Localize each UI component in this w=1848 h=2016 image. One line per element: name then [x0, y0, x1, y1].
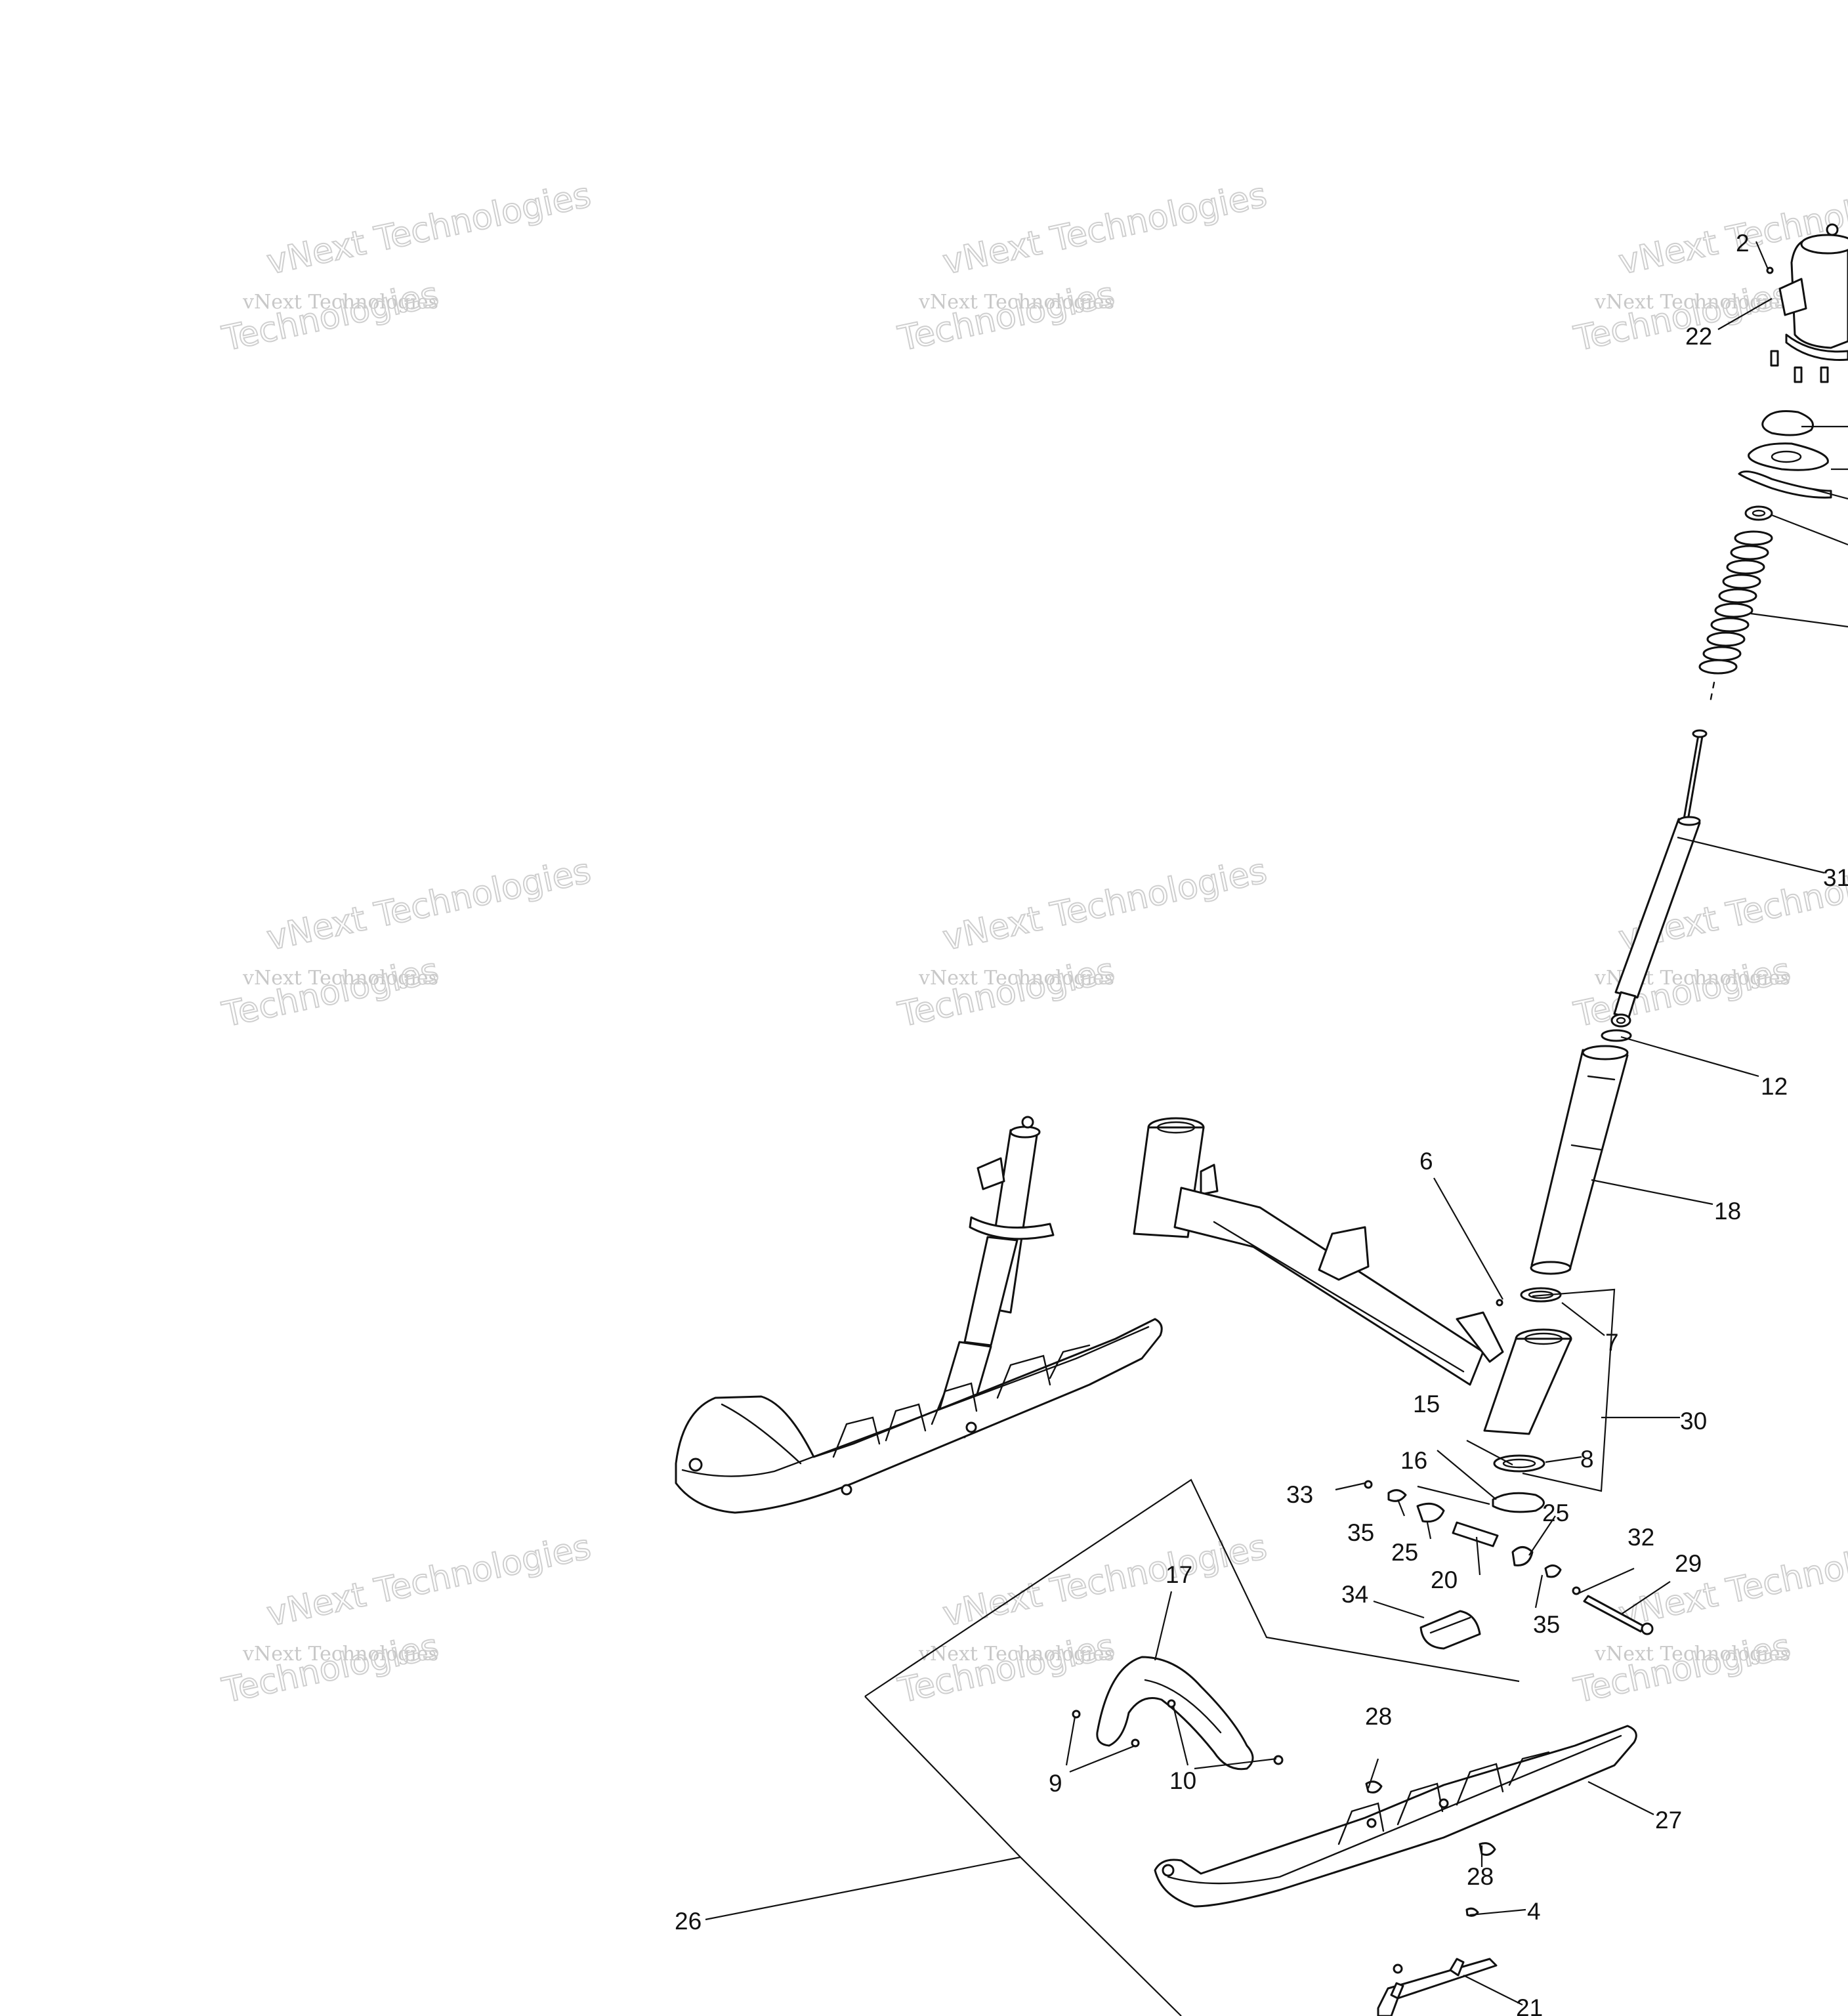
callout-10: 10: [1169, 1767, 1196, 1794]
watermark-tile: vNext Technologies vNext Technologies Te…: [894, 175, 1270, 360]
watermark-tile: vNext Technologies vNext Technologies Te…: [894, 1526, 1270, 1712]
coil-spring: [1698, 530, 1773, 675]
svg-text:Technologies: Technologies: [894, 951, 1118, 1035]
svg-text:vNext Technologies: vNext Technologies: [940, 175, 1270, 282]
svg-text:vNext Technologies: vNext Technologies: [918, 967, 1114, 990]
callout-26: 26: [675, 1908, 702, 1935]
svg-text:Technologies: Technologies: [1570, 275, 1794, 359]
spindle-arm-30: [1133, 1117, 1572, 1435]
callout-35-left: 35: [1347, 1519, 1374, 1546]
callout-4: 4: [1527, 1898, 1541, 1925]
callout-29: 29: [1675, 1550, 1702, 1577]
svg-text:vNext Technologies: vNext Technologies: [242, 1643, 438, 1666]
svg-text:Technologies: Technologies: [1570, 951, 1794, 1035]
watermark-tile: vNext Technologies vNext Technologies Te…: [1570, 850, 1848, 1036]
callout-28-bottom: 28: [1467, 1863, 1494, 1890]
callout-31: 31: [1823, 864, 1848, 891]
svg-text:Technologies: Technologies: [219, 1627, 442, 1711]
strut-top-housing: [1766, 223, 1848, 383]
svg-text:Technologies: Technologies: [1570, 1627, 1794, 1711]
left-ski: [675, 1318, 1163, 1514]
callout-28-top: 28: [1365, 1703, 1392, 1730]
leader-lines: [705, 241, 1848, 2016]
callout-15: 15: [1413, 1391, 1440, 1418]
svg-text:Technologies: Technologies: [219, 951, 442, 1035]
callout-21: 21: [1516, 1994, 1543, 2016]
callout-22: 22: [1685, 323, 1712, 350]
svg-text:vNext Technologies: vNext Technologies: [242, 291, 438, 314]
watermark-tile: vNext Technologies vNext Technologies Te…: [218, 1526, 595, 1712]
callout-27: 27: [1655, 1807, 1682, 1834]
svg-text:vNext Technologies: vNext Technologies: [264, 851, 595, 958]
svg-text:Technologies: Technologies: [894, 1627, 1118, 1711]
spring-seat-stack: [1738, 410, 1832, 521]
center-axis-line: [1709, 681, 1715, 704]
svg-text:vNext Technologies: vNext Technologies: [918, 1643, 1114, 1666]
right-ski: [1154, 1725, 1637, 1917]
callout-12: 12: [1761, 1073, 1788, 1100]
svg-text:vNext Technologies: vNext Technologies: [940, 1527, 1270, 1634]
wear-bar: [1377, 1958, 1498, 2016]
watermark-tile: vNext Technologies vNext Technologies Te…: [1570, 1526, 1848, 1712]
callout-17: 17: [1166, 1561, 1192, 1588]
svg-text:vNext Technologies: vNext Technologies: [264, 175, 595, 282]
callout-8: 8: [1580, 1446, 1594, 1473]
svg-text:Technologies: Technologies: [219, 275, 442, 359]
callout-34: 34: [1341, 1581, 1368, 1608]
damper-tubes: [1520, 1029, 1632, 1303]
lower-hardware: [1364, 1454, 1654, 1650]
callout-9: 9: [1049, 1770, 1062, 1797]
svg-text:vNext Technologies: vNext Technologies: [918, 291, 1114, 314]
callout-30: 30: [1680, 1408, 1707, 1435]
callout-6: 6: [1419, 1148, 1433, 1175]
svg-text:vNext Technologies: vNext Technologies: [1594, 291, 1790, 314]
callout-16: 16: [1400, 1447, 1427, 1474]
callout-25-left: 25: [1391, 1539, 1418, 1566]
callout-33: 33: [1286, 1481, 1313, 1508]
callout-7: 7: [1605, 1329, 1619, 1356]
watermark-tile: vNext Technologies vNext Technologies Te…: [218, 850, 595, 1036]
callout-32: 32: [1628, 1524, 1654, 1551]
watermark-tile: vNext Technologies vNext Technologies Te…: [894, 850, 1270, 1036]
svg-text:vNext Technologies: vNext Technologies: [264, 1527, 595, 1634]
watermark-tile: vNext Technologies vNext Technologies Te…: [218, 175, 595, 360]
callout-2: 2: [1736, 230, 1750, 257]
svg-text:vNext Technologies: vNext Technologies: [1594, 1643, 1790, 1666]
callout-25-right: 25: [1542, 1500, 1569, 1526]
ski-handle: [1072, 1656, 1284, 1771]
shock-absorber: [1610, 729, 1708, 1028]
callout-20: 20: [1431, 1566, 1458, 1593]
svg-text:Technologies: Technologies: [894, 275, 1118, 359]
svg-text:vNext Technologies: vNext Technologies: [242, 967, 438, 990]
svg-text:vNext Technologies: vNext Technologies: [940, 851, 1270, 958]
callout-18: 18: [1714, 1198, 1741, 1225]
callout-35-right: 35: [1533, 1611, 1560, 1638]
callout-labels: 2 22 31 12 18 6 7 30 15 16 8 33 35 25 25…: [675, 230, 1848, 2016]
